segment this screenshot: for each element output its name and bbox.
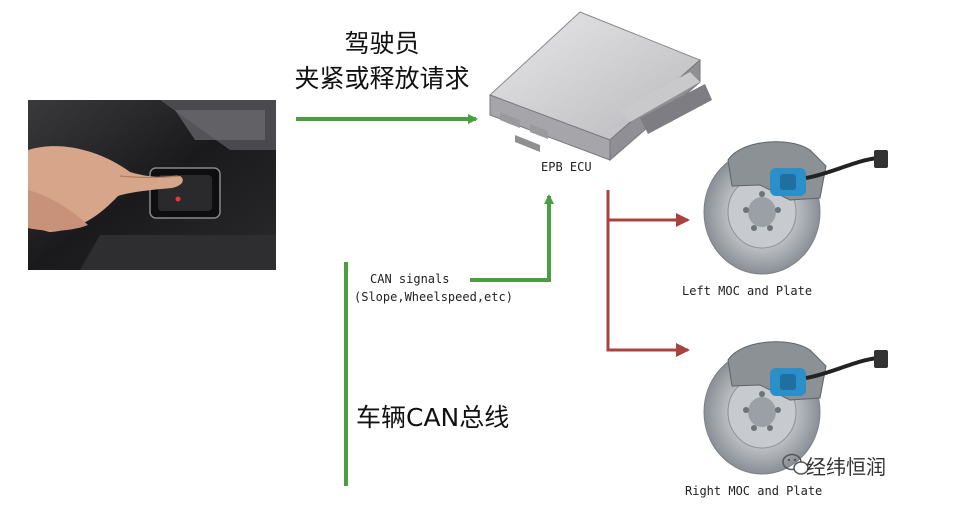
ecu-to-right-brake-arrow bbox=[606, 190, 690, 357]
watermark-text: 经纬恒润 bbox=[806, 455, 886, 479]
ecu-module-illustration bbox=[489, 11, 712, 162]
can-signals-arrow bbox=[470, 194, 554, 282]
left-brake-label: Left MOC and Plate bbox=[682, 284, 813, 298]
brake-disc-caliper-illustration bbox=[703, 141, 888, 275]
can-signals-line1: CAN signals bbox=[370, 272, 450, 286]
watermark: 经纬恒润 bbox=[806, 451, 886, 480]
driver-request-line1: 驾驶员 bbox=[344, 29, 420, 58]
driver-request-label: 驾驶员 夹紧或释放请求 bbox=[262, 26, 502, 96]
ecu-label: EPB ECU bbox=[541, 160, 592, 174]
photo-parking-brake-switch bbox=[28, 100, 276, 270]
right-brake-label: Right MOC and Plate bbox=[685, 484, 823, 498]
driver-request-line2: 夹紧或释放请求 bbox=[294, 64, 470, 93]
brake-disc-caliper-illustration bbox=[703, 341, 888, 475]
wechat-icon bbox=[782, 453, 809, 475]
can-bus-label: 车辆CAN总线 bbox=[356, 403, 510, 432]
can-signals-line2: (Slope,Wheelspeed,etc) bbox=[354, 290, 513, 304]
can-signals-label: CAN signals (Slope,Wheelspeed,etc) bbox=[354, 270, 513, 306]
